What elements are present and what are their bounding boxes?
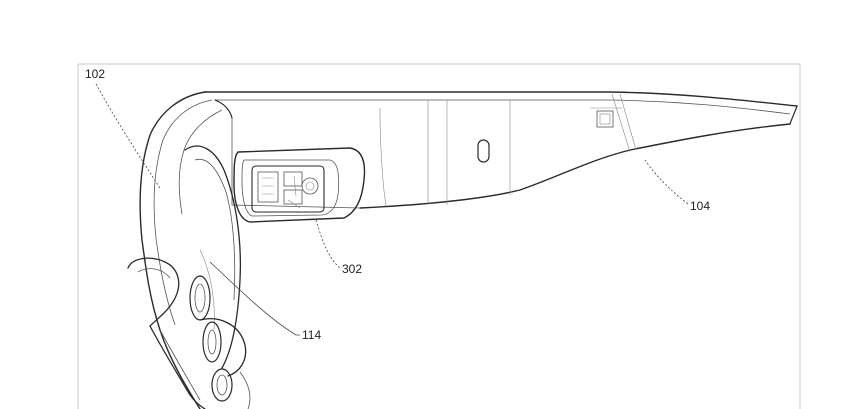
lens-display [184,145,241,369]
small-square-sensor-icon [590,107,622,128]
leader-114 [209,261,300,336]
frame-front [139,91,361,409]
temple-arm [204,91,798,209]
leader-302 [315,219,341,269]
rounded-slot-icon [477,139,490,163]
label-114: 114 [302,328,321,342]
figure-frame [77,63,801,409]
nose-pad-assembly [127,257,251,409]
label-104: 104 [690,199,710,213]
leader-lines [95,83,689,336]
label-302: 302 [342,262,362,276]
camera-module [233,147,366,223]
leader-104 [644,159,689,205]
label-102: 102 [85,67,105,81]
